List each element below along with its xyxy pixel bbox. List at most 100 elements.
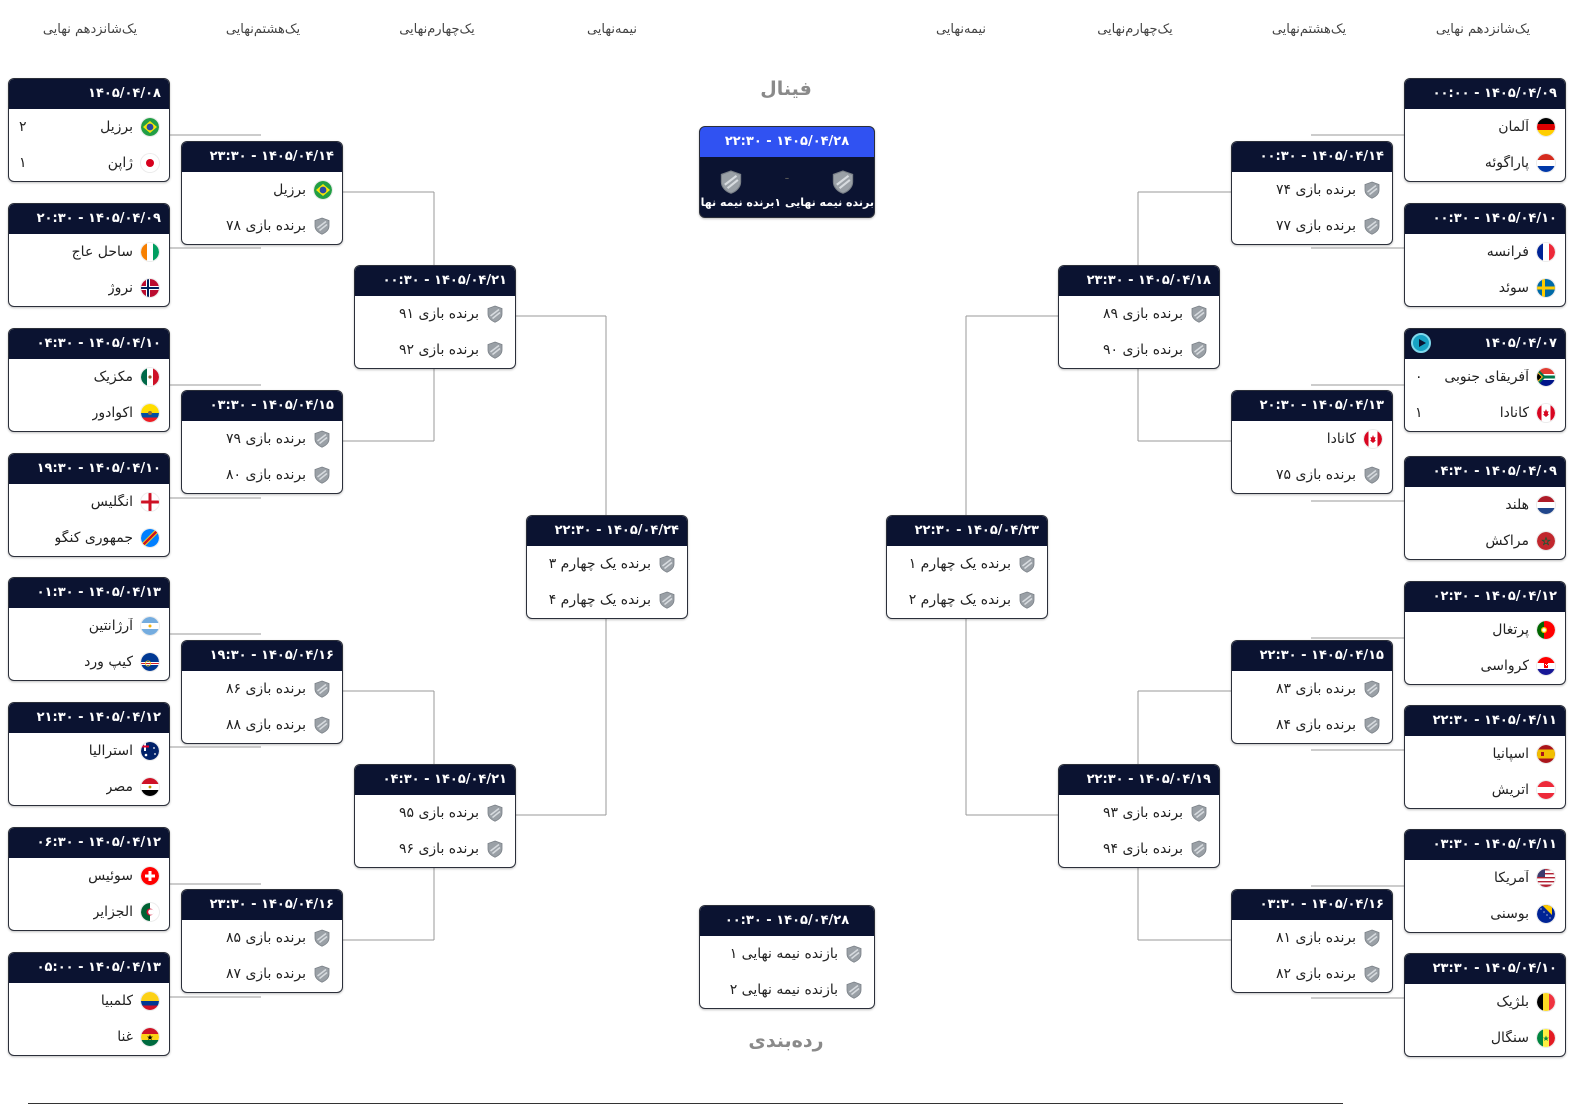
team-row[interactable]: کلمبیا: [9, 983, 169, 1019]
team-row[interactable]: پرتغال: [1405, 612, 1565, 648]
team-row[interactable]: انگلیس: [9, 484, 169, 520]
play-icon[interactable]: [1411, 333, 1431, 353]
team-row[interactable]: پاراگوئه: [1405, 145, 1565, 181]
match-date: ۱۴۰۵/۰۴/۱۱ - ۲۲:۳۰: [1405, 706, 1565, 736]
team-row[interactable]: کانادا: [1232, 421, 1392, 457]
team-row[interactable]: برنده بازی ۹۳: [1059, 795, 1219, 831]
team-name: ساحل عاج: [71, 244, 133, 260]
team-row[interactable]: برنده یک چهارم ۳: [527, 546, 687, 582]
team-row[interactable]: هلند: [1405, 487, 1565, 523]
team-row[interactable]: برنده یک چهارم ۴: [527, 582, 687, 618]
team-row[interactable]: مکزیک: [9, 359, 169, 395]
team-row[interactable]: جمهوری کنگو: [9, 520, 169, 556]
team-row[interactable]: برنده بازی ۸۱: [1232, 920, 1392, 956]
match-card-final[interactable]: ۱۴۰۵/۰۴/۲۸ - ۲۲:۳۰-برنده نیمه نهایی ۱برن…: [699, 126, 875, 218]
team-row[interactable]: برنده بازی ۹۶: [355, 831, 515, 867]
team-row[interactable]: برنده یک چهارم ۱: [887, 546, 1047, 582]
team-row[interactable]: برنده یک چهارم ۲: [887, 582, 1047, 618]
team-row[interactable]: استرالیا: [9, 733, 169, 769]
team-row[interactable]: آلمان: [1405, 109, 1565, 145]
team-row[interactable]: برنده بازی ۸۵: [182, 920, 342, 956]
team-row[interactable]: فرانسه: [1405, 234, 1565, 270]
team-row[interactable]: مصر: [9, 769, 169, 805]
team-row[interactable]: آرژانتین: [9, 608, 169, 644]
team-row[interactable]: برنده بازی ۸۳: [1232, 671, 1392, 707]
team-row[interactable]: برزیل: [182, 172, 342, 208]
team-row[interactable]: برنده بازی ۸۷: [182, 956, 342, 992]
team-row[interactable]: برنده بازی ۹۴: [1059, 831, 1219, 867]
team-score: ۱: [19, 155, 27, 171]
team-row[interactable]: برنده بازی ۹۲: [355, 332, 515, 368]
team-row[interactable]: بازنده نیمه نهایی ۱: [700, 936, 874, 972]
team-row[interactable]: غنا: [9, 1019, 169, 1055]
team-row[interactable]: سنگال: [1405, 1020, 1565, 1056]
team-row[interactable]: ساحل عاج: [9, 234, 169, 270]
team-row[interactable]: سوئیس: [9, 858, 169, 894]
team-row[interactable]: مراکش: [1405, 523, 1565, 559]
match-date: ۱۴۰۵/۰۴/۱۴ - ۲۳:۳۰: [182, 142, 342, 172]
team-row[interactable]: نروژ: [9, 270, 169, 306]
team-row[interactable]: برنده بازی ۸۹: [1059, 296, 1219, 332]
team-row[interactable]: الجزایر: [9, 894, 169, 930]
team-row[interactable]: اسپانیا: [1405, 736, 1565, 772]
team-row[interactable]: بلژیک: [1405, 984, 1565, 1020]
team-row[interactable]: کیپ ورد: [9, 644, 169, 680]
team-row[interactable]: برنده بازی ۸۰: [182, 457, 342, 493]
team-row[interactable]: برنده بازی ۷۴: [1232, 172, 1392, 208]
team-row[interactable]: آمریکا: [1405, 860, 1565, 896]
team-row[interactable]: برنده بازی ۷۵: [1232, 457, 1392, 493]
team-row[interactable]: برنده بازی ۸۴: [1232, 707, 1392, 743]
team-row[interactable]: برنده بازی ۷۷: [1232, 208, 1392, 244]
team-row[interactable]: برنده بازی ۸۶: [182, 671, 342, 707]
team-row[interactable]: برنده بازی ۹۰: [1059, 332, 1219, 368]
team-row[interactable]: بازنده نیمه نهایی ۲: [700, 972, 874, 1008]
team-row[interactable]: برنده بازی ۸۲: [1232, 956, 1392, 992]
team-row[interactable]: بوسنی: [1405, 896, 1565, 932]
team-row[interactable]: برنده بازی ۹۱: [355, 296, 515, 332]
team-row[interactable]: کرواسی: [1405, 648, 1565, 684]
team-row[interactable]: برنده بازی ۷۸: [182, 208, 342, 244]
team-row[interactable]: برنده بازی ۷۹: [182, 421, 342, 457]
team-row[interactable]: سوئد: [1405, 270, 1565, 306]
team-row[interactable]: اتریش: [1405, 772, 1565, 808]
team-row[interactable]: برنده بازی ۹۵: [355, 795, 515, 831]
team-row[interactable]: برنده بازی ۸۸: [182, 707, 342, 743]
team-row[interactable]: اکوادور: [9, 395, 169, 431]
match-date-text: ۱۴۰۵/۰۴/۱۶ - ۱۹:۳۰: [209, 648, 334, 663]
